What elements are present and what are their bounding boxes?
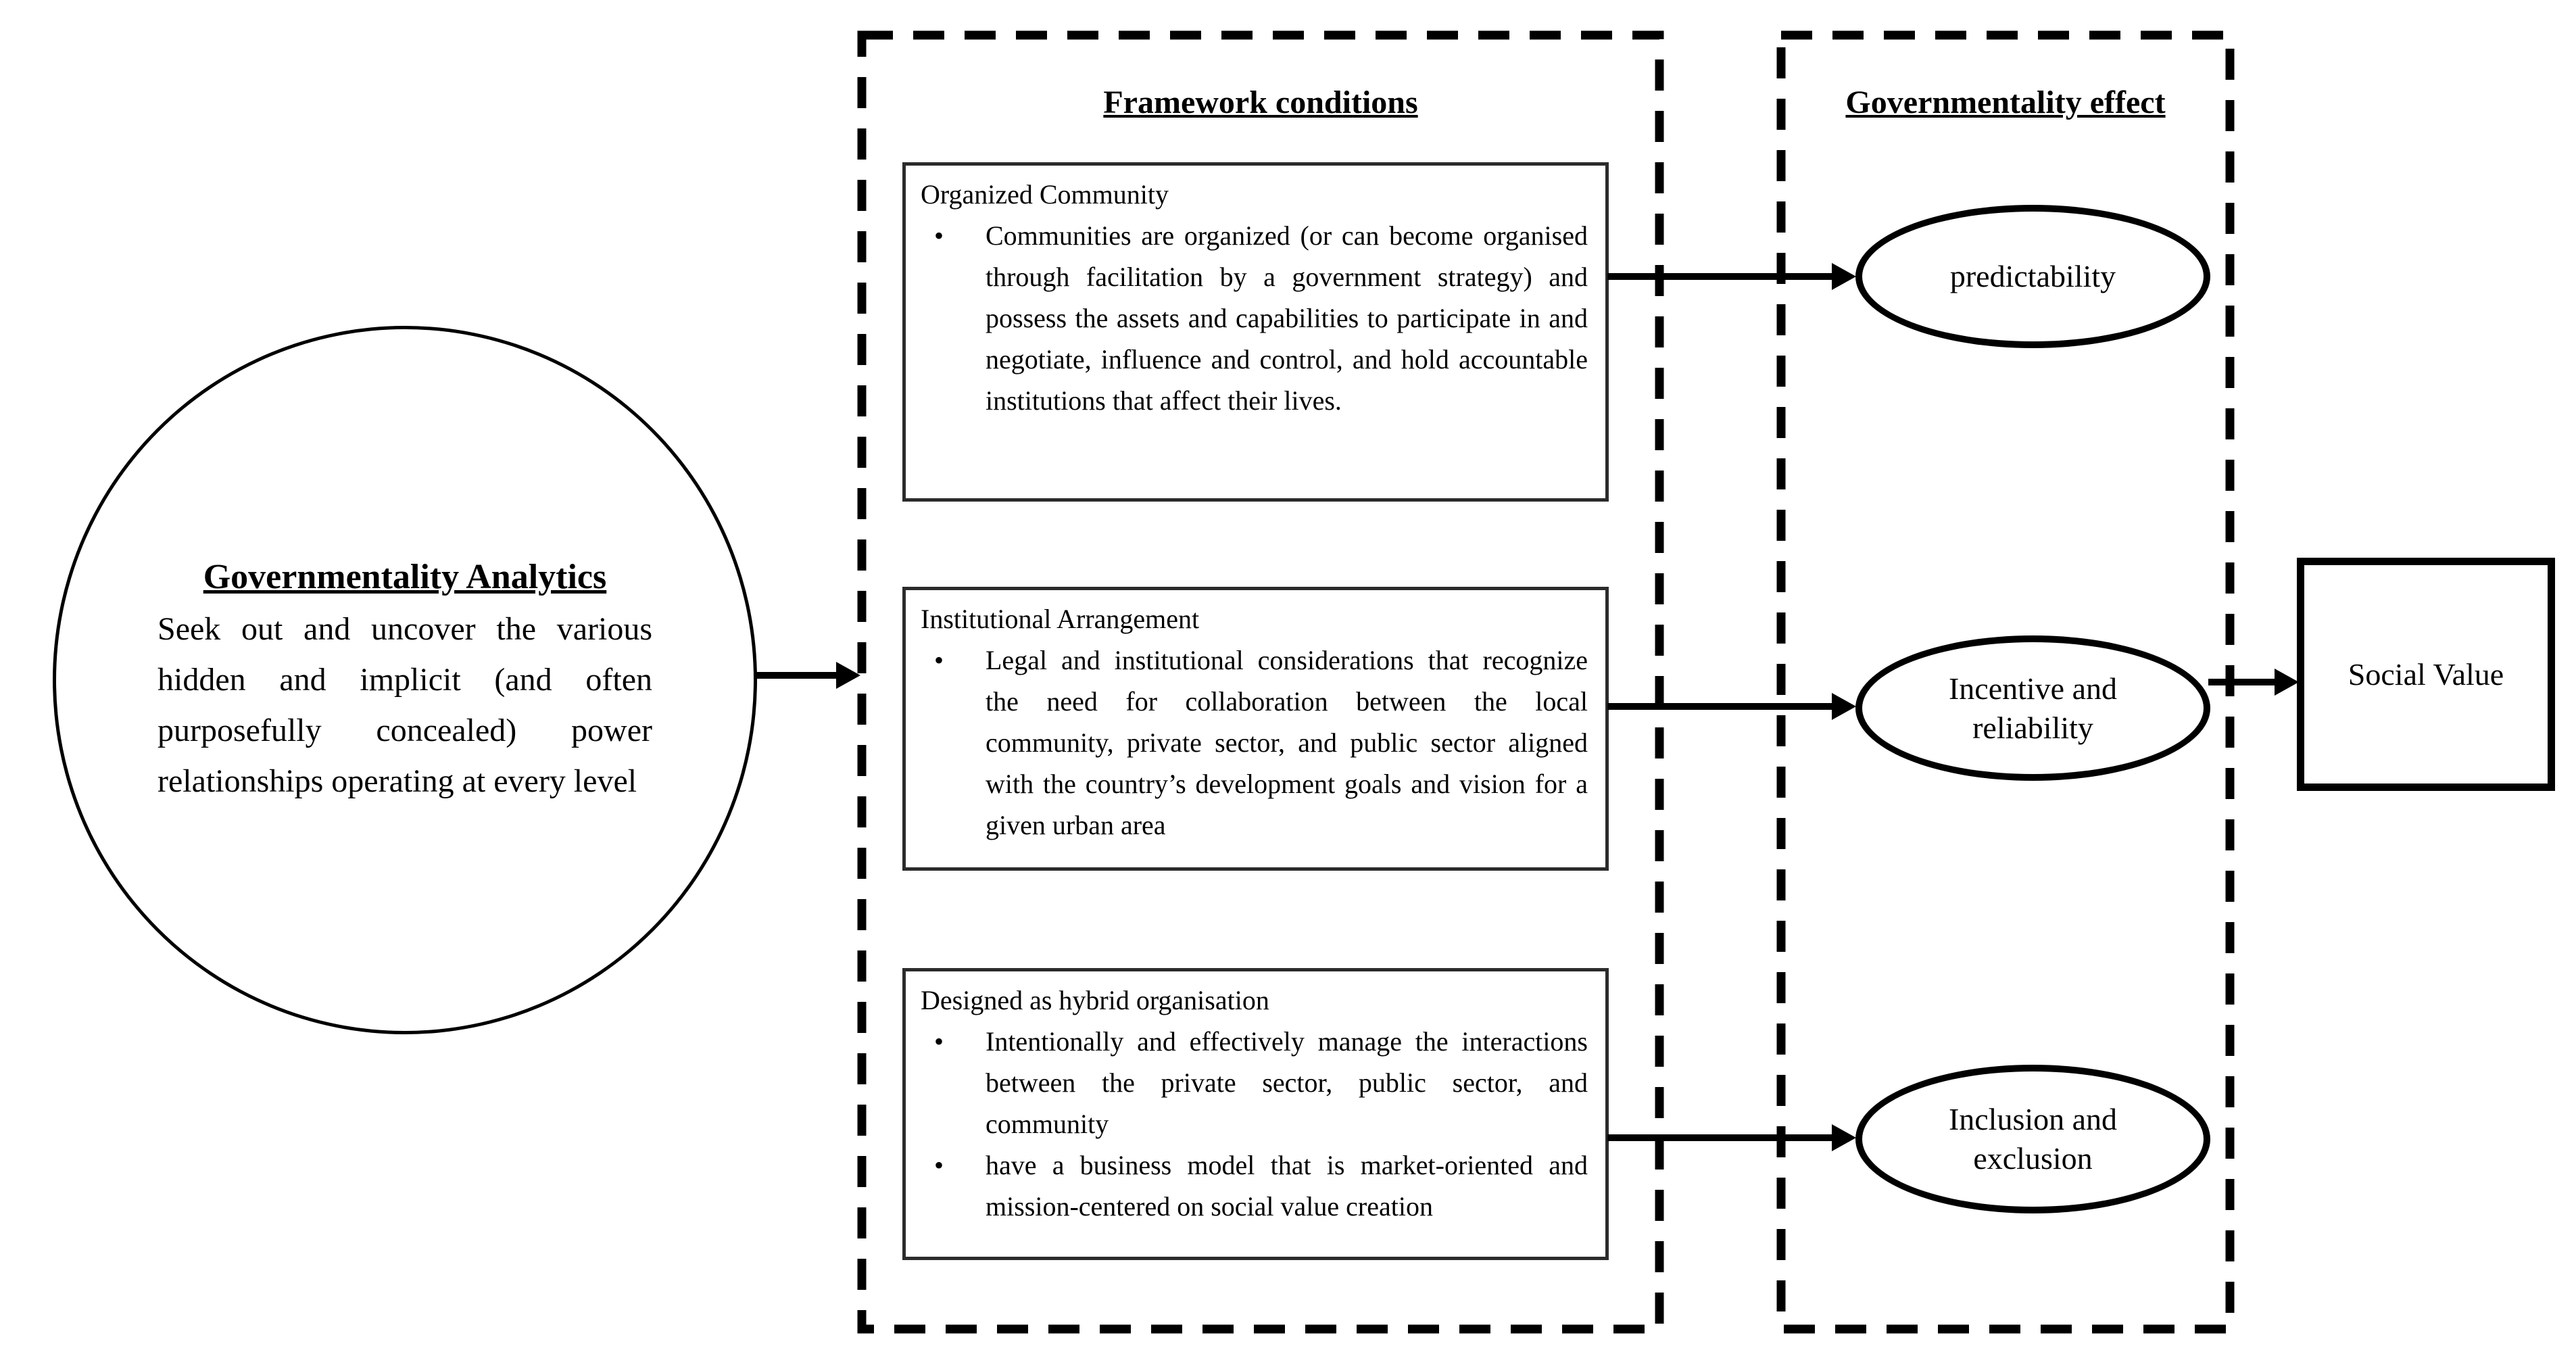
social-value-box: Social Value [2297,558,2555,791]
effect-ellipse-incentive-reliability: Incentive and reliability [1855,635,2210,781]
effect-ellipse-predictability: predictability [1855,205,2210,348]
condition-box-organized-community: Organized Community • Communities are or… [902,162,1609,502]
bullet-item: • Legal and institutional considerations… [921,640,1588,846]
arrow-box1-to-predictability [1607,273,1832,280]
bullet-icon: • [934,1026,944,1057]
governmentality-analytics-circle: Governmentality Analytics Seek out and u… [53,326,757,1034]
bullet-text: Communities are organized (or can become… [986,220,1588,416]
bullet-text: Intentionally and effectively manage the… [986,1026,1588,1139]
bullet-icon: • [934,220,944,251]
arrow-box3-to-inclusion [1607,1134,1832,1141]
effect-section-title: Governmentality effect [1845,85,2166,120]
condition-box-heading: Institutional Arrangement [921,604,1200,634]
arrow-incentive-to-social-value [2208,679,2275,685]
framework-section-border [857,30,1664,1334]
bullet-icon: • [934,645,944,675]
bullet-item: • Intentionally and effectively manage t… [921,1021,1588,1144]
bullet-icon: • [934,1150,944,1180]
condition-box-heading: Designed as hybrid organisation [921,985,1269,1015]
arrow-circle-to-framework [754,672,837,679]
bullet-item: • Communities are organized (or can beco… [921,215,1588,421]
bullet-text: have a business model that is market-ori… [986,1150,1588,1222]
analytics-text-block: Governmentality Analytics Seek out and u… [157,554,652,806]
framework-section-title: Framework conditions [1103,85,1418,120]
effect-ellipse-inclusion-exclusion: Inclusion and exclusion [1855,1065,2210,1213]
condition-box-hybrid-organisation: Designed as hybrid organisation • Intent… [902,968,1609,1260]
bullet-text: Legal and institutional considerations t… [986,645,1588,840]
condition-box-heading: Organized Community [921,179,1169,210]
bullet-item: • have a business model that is market-o… [921,1144,1588,1227]
arrow-box2-to-incentive [1607,703,1832,710]
condition-box-institutional-arrangement: Institutional Arrangement • Legal and in… [902,587,1609,871]
analytics-body: Seek out and uncover the various hidden … [157,611,652,799]
analytics-title: Governmentality Analytics [203,558,607,596]
